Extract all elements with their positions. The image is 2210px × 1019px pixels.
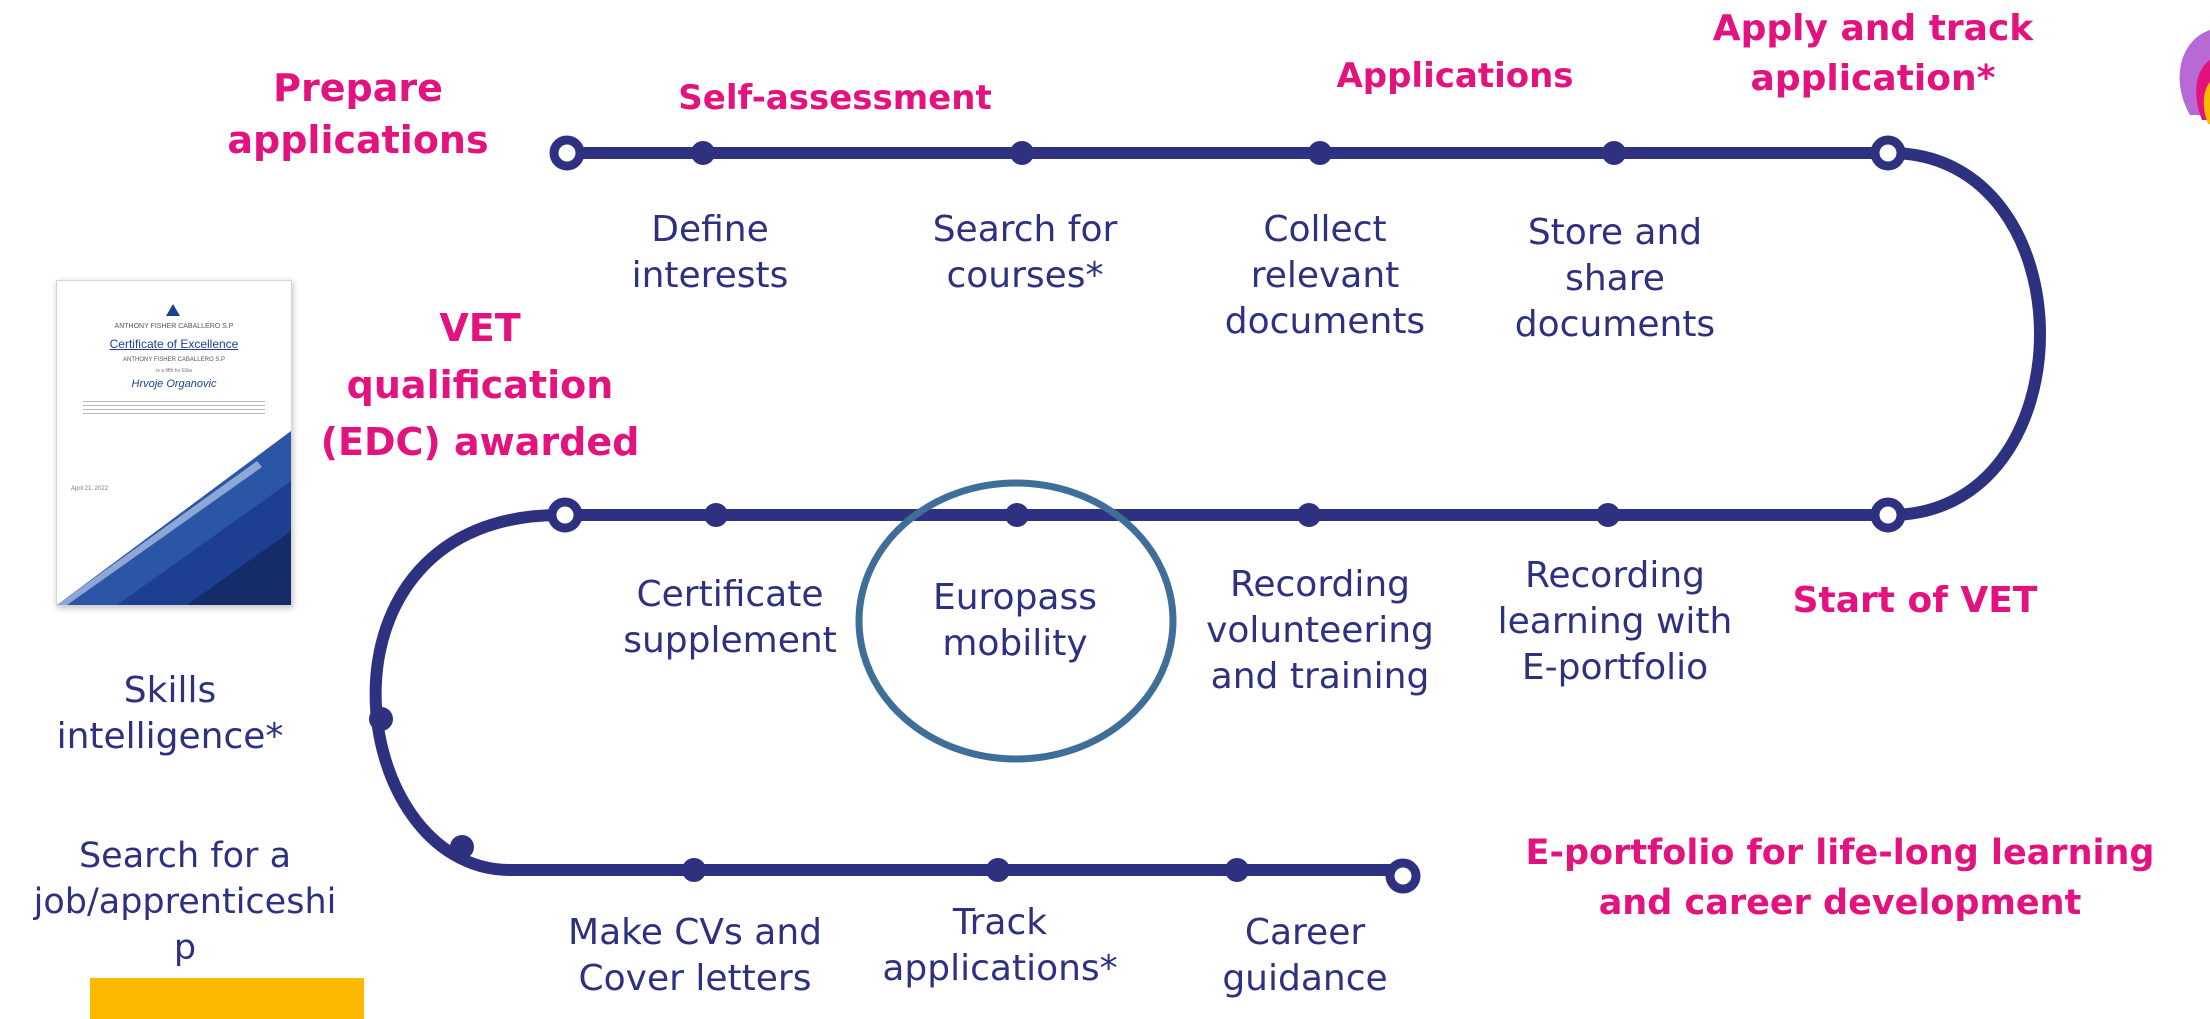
ring-node-icon	[549, 135, 585, 171]
dot-node-icon	[986, 858, 1010, 882]
dot-node-icon	[1602, 141, 1626, 165]
ring-node-icon	[1870, 135, 1906, 171]
stage-start-of-vet: Start of VET	[1792, 580, 2038, 621]
stage-self-assessment: Self-assessment	[678, 78, 992, 118]
step-search-job: Search for a job/apprenticeshi p	[33, 836, 337, 968]
stage-applications: Applications	[1336, 56, 1574, 96]
step-search-courses: Search for courses*	[932, 209, 1118, 296]
step-collect-documents: Collect relevant documents	[1224, 209, 1426, 342]
stage-apply-and-track: Apply and track application*	[1712, 8, 2034, 99]
dot-node-icon	[1297, 503, 1321, 527]
step-track-applications: Track applications*	[882, 902, 1118, 989]
dot-node-icon	[1596, 503, 1620, 527]
step-certificate-supplement: Certificate supplement	[623, 574, 837, 661]
certificate-recipient: Hrvoje Organovic	[131, 378, 217, 390]
certificate-body-text	[83, 401, 265, 417]
step-make-cvs: Make CVs and Cover letters	[568, 912, 822, 999]
stage-vet-awarded: VET qualification (EDC) awarded	[320, 306, 640, 464]
certificate-presented-to: is a fifth for Elka	[156, 368, 192, 374]
step-store-share: Store and share documents	[1514, 212, 1716, 345]
ring-node-icon	[547, 497, 583, 533]
step-recording-learning: Recording learning with E-portfolio	[1497, 555, 1733, 688]
stage-prepare-applications: Prepare applications	[227, 66, 489, 162]
path-curve-right	[1884, 147, 2046, 521]
dot-node-icon	[691, 141, 715, 165]
stage-eportfolio: E-portfolio for life-long learning and c…	[1525, 833, 2155, 923]
dot-node-icon	[682, 858, 706, 882]
petal-logo-icon	[2179, 30, 2210, 124]
dot-node-icon	[369, 707, 393, 731]
dot-node-icon	[1308, 141, 1332, 165]
step-define-interests: Define interests	[631, 209, 789, 296]
dot-node-icon	[704, 503, 728, 527]
step-career-guidance: Career guidance	[1222, 912, 1388, 999]
yellow-block	[90, 978, 364, 1019]
dot-node-icon	[1005, 503, 1029, 527]
step-europass-mobility: Europass mobility	[932, 577, 1098, 664]
ring-node-icon	[1385, 858, 1421, 894]
dot-node-icon	[1225, 858, 1249, 882]
certificate-thumbnail: ANTHONY FISHER CABALLERO S.P Certificate…	[56, 280, 292, 606]
certificate-issuer: ANTHONY FISHER CABALLERO S.P	[114, 323, 234, 330]
step-skills-intelligence: Skills intelligence*	[56, 670, 284, 757]
certificate-date: April 21, 2022	[71, 486, 109, 492]
certificate-corner-decoration	[57, 431, 291, 605]
certificate-issuer-repeat: ANTHONY FISHER CABALLERO S.P	[123, 357, 225, 363]
path-curve-left	[369, 509, 566, 876]
step-recording-volunteering: Recording volunteering and training	[1206, 564, 1434, 697]
dot-node-icon	[1010, 141, 1034, 165]
ring-node-icon	[1870, 497, 1906, 533]
dot-node-icon	[450, 835, 474, 859]
certificate-title: Certificate of Excellence	[109, 337, 239, 351]
